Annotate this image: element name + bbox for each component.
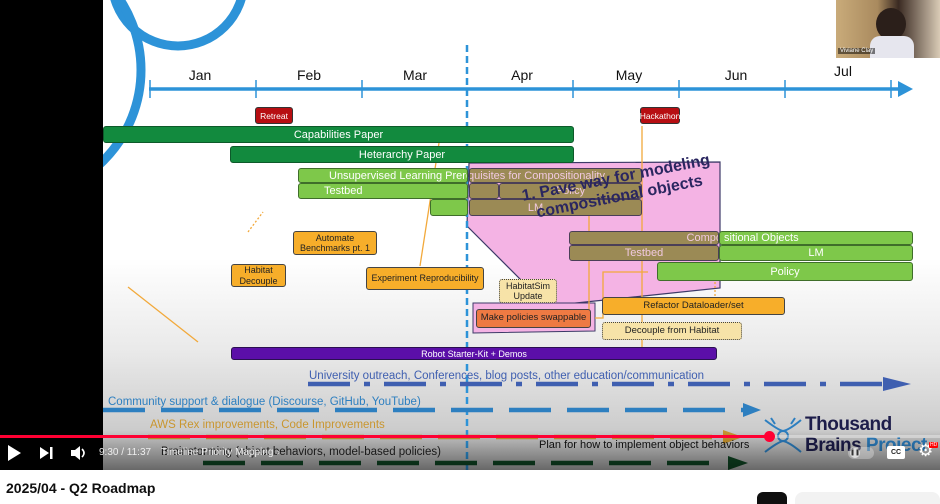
policy-bar-1: Policy — [499, 183, 642, 199]
month-label: Feb — [296, 67, 322, 83]
habitat-decouple-task: Habitat Decouple — [231, 264, 286, 287]
aws-stream-label: AWS Rex improvements, Code Improvements — [150, 419, 385, 431]
retreat-event: Retreat — [255, 107, 293, 124]
autoplay-toggle[interactable]: ❚❚ — [848, 447, 874, 459]
month-ticks — [149, 80, 892, 98]
hd-badge: HD — [929, 442, 939, 448]
video-title: 2025/04 - Q2 Roadmap — [6, 480, 156, 496]
action-buttons[interactable] — [795, 492, 940, 504]
unsupervised-learning-bar-olive: quisites for Compositionality — [469, 168, 642, 183]
settings-button[interactable]: ⚙ HD — [918, 441, 939, 461]
month-label: Mar — [402, 67, 428, 83]
plan-stream-label: Plan for how to implement object behavio… — [539, 439, 749, 451]
channel-avatar[interactable] — [757, 492, 787, 504]
unsupervised-learning-bar-green: Unsupervised Learning Prerequisites for … — [298, 168, 468, 183]
habitatsim-update-task: HabitatSim Update — [499, 279, 557, 303]
slide: Jan Feb Mar Apr May Jun Jul Retreat Hack… — [103, 0, 940, 470]
chapter-title: Timeline Priority Mapping — [161, 447, 274, 458]
lm-bar-1-green — [430, 199, 468, 216]
compositional-objects-bar-olive: Compo — [569, 231, 719, 245]
progress-played — [0, 435, 769, 438]
chevron-right-icon: › — [276, 447, 280, 458]
policy-bar-2: Policy — [657, 262, 913, 281]
volume-button[interactable] — [70, 445, 88, 466]
captions-button[interactable]: CC — [887, 446, 905, 459]
robot-starter-kit-bar: Robot Starter-Kit + Demos — [231, 347, 717, 360]
month-label: Jun — [724, 67, 748, 83]
lm-bar-1: LM — [469, 199, 642, 216]
video-player[interactable]: Jan Feb Mar Apr May Jun Jul Retreat Hack… — [0, 0, 940, 470]
automate-benchmarks-task: Automate Benchmarks pt. 1 — [293, 231, 377, 255]
logo-icon — [764, 417, 802, 453]
play-button[interactable] — [6, 444, 22, 467]
pause-icon: ❚❚ — [850, 448, 861, 458]
speaker-shirt — [870, 36, 914, 58]
chapter-button[interactable]: Timeline Priority Mapping › — [161, 447, 280, 458]
testbed-bar-1-olive — [469, 183, 499, 199]
refactor-dataloader-task: Refactor Dataloader/set — [602, 297, 785, 315]
brainstorm-stream-label: Brainstorming (object behaviors, model-b… — [161, 446, 441, 458]
outreach-stream-label: University outreach, Conferences, blog p… — [309, 370, 705, 382]
speaker-name: Viviane Clay — [838, 48, 876, 54]
deco-circle — [110, 0, 246, 51]
volume-icon — [71, 446, 85, 460]
logo-text: Thousand Brains Project — [805, 414, 927, 456]
experiment-reproducibility-task: Experiment Reproducibility — [366, 267, 484, 290]
time-display: 9:30 / 11:37 — [99, 447, 152, 458]
month-label: Jul — [834, 63, 852, 79]
decouple-from-habitat-task: Decouple from Habitat — [602, 322, 742, 340]
capabilities-paper-bar: Capabilities Paper — [103, 126, 574, 143]
heterarchy-paper-bar: Heterarchy Paper — [230, 146, 574, 163]
make-policies-swappable-task: Make policies swappable — [476, 309, 591, 328]
month-label: Apr — [511, 67, 533, 83]
outreach-arrowhead — [883, 377, 911, 391]
logo-line3: Project — [866, 435, 927, 456]
testbed-bar-2: Testbed — [569, 245, 719, 261]
speaker-figure — [876, 8, 906, 40]
deco-circle — [103, 0, 146, 168]
timeline-arrowhead — [898, 81, 913, 97]
play-icon — [8, 445, 21, 461]
progress-track[interactable] — [0, 431, 940, 442]
logo-line1: Thousand — [805, 414, 892, 435]
lm-bar-2: LM — [719, 245, 913, 261]
progress-scrubber[interactable] — [763, 431, 775, 442]
next-icon — [40, 447, 53, 459]
compositional-objects-bar: sitional Objects — [719, 231, 913, 245]
logo-line2: Brains — [805, 435, 862, 456]
month-label: May — [615, 67, 643, 83]
speaker-webcam: Viviane Clay — [836, 0, 940, 58]
brainstorm-arrowhead — [728, 456, 748, 470]
next-button[interactable] — [38, 445, 54, 466]
community-arrowhead — [743, 403, 761, 417]
testbed-bar-1: Testbed — [298, 183, 468, 199]
month-label: Jan — [188, 67, 212, 83]
community-stream-label: Community support & dialogue (Discourse,… — [108, 396, 421, 408]
hackathon-event: Hackathon — [640, 107, 680, 124]
